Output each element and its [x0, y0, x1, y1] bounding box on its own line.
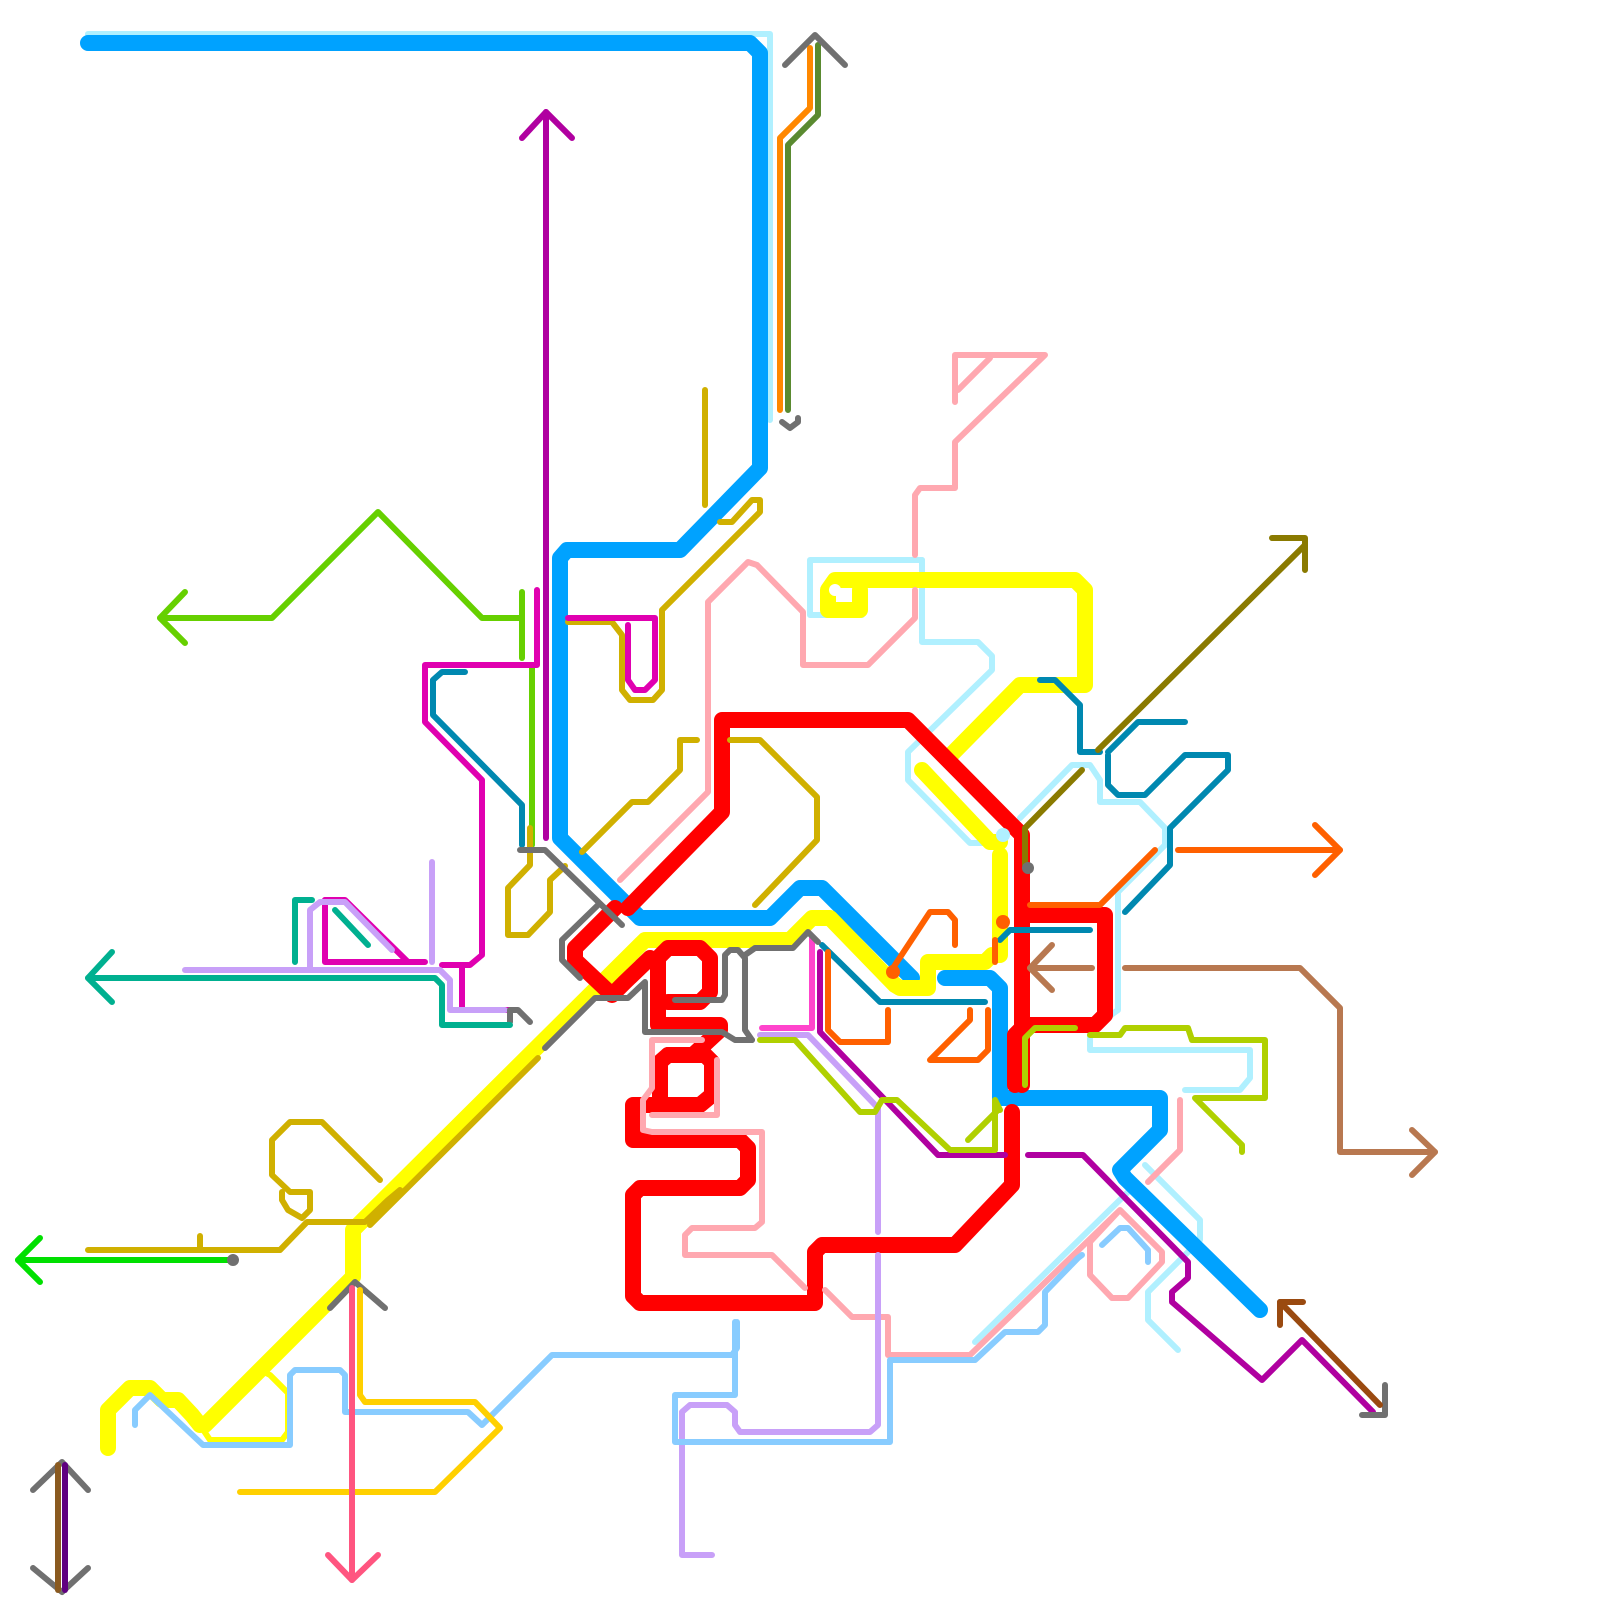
station-dot: [671, 963, 685, 977]
station-dot: [886, 965, 900, 979]
station-dot: [675, 1073, 689, 1087]
station-dot: [996, 828, 1010, 842]
station-dot: [829, 584, 841, 596]
station-dot: [227, 1254, 239, 1266]
station-dot: [1022, 862, 1034, 874]
station-dot: [996, 915, 1010, 929]
